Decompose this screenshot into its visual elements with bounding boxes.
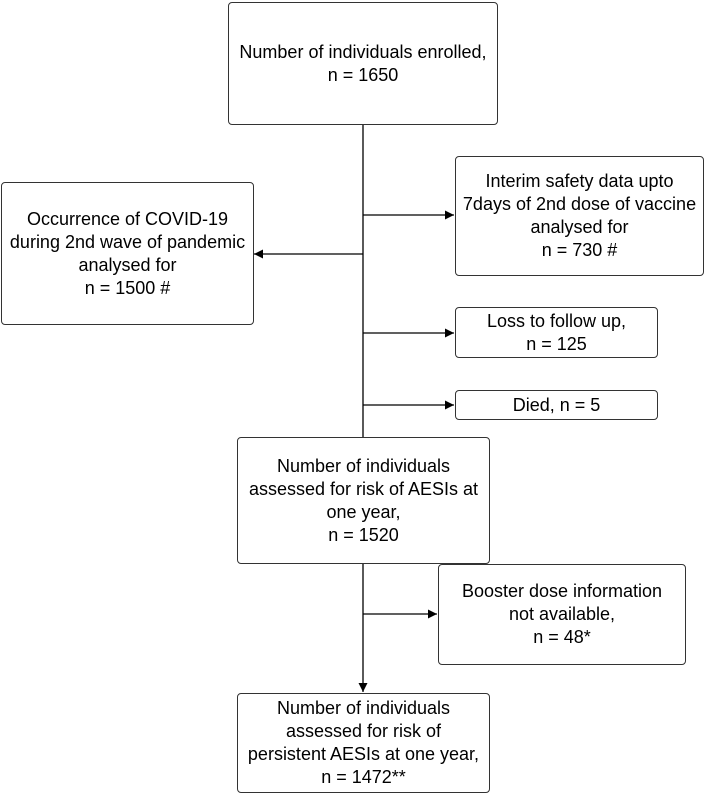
- enrolled-box: Number of individuals enrolled, n = 1650: [228, 2, 498, 125]
- interim-line-3: analysed for: [530, 217, 629, 237]
- assessed-line-4: n = 1520: [328, 524, 399, 545]
- booster-info-box: Booster dose information not available, …: [438, 564, 686, 665]
- enrolled-line-1: Number of individuals enrolled,: [239, 41, 487, 62]
- persistent-line-1: Number of individuals: [276, 698, 451, 718]
- covid-line-2: during 2nd wave of pandemic: [9, 231, 246, 252]
- assessed-line-1: Number of individuals: [276, 455, 451, 476]
- interim-line-1: Interim safety data upto: [485, 171, 674, 191]
- loss-line-2: n = 125: [526, 333, 587, 354]
- covid-line-3: analysed for: [78, 254, 177, 275]
- died-line-1: Died, n = 5: [512, 394, 601, 415]
- booster-line-3: n = 48*: [533, 627, 591, 647]
- died-box: Died, n = 5: [455, 390, 658, 420]
- assessed-one-year-box: Number of individuals assessed for risk …: [237, 437, 490, 564]
- persistent-line-2: assessed for risk of: [285, 721, 442, 741]
- covid-line-4: n = 1500 #: [84, 277, 171, 298]
- interim-line-4: n = 730 #: [541, 240, 618, 260]
- persistent-aesi-box: Number of individuals assessed for risk …: [237, 693, 490, 793]
- interim-line-2: 7days of 2nd dose of vaccine: [462, 194, 697, 214]
- loss-line-1: Loss to follow up,: [486, 310, 627, 331]
- booster-line-1: Booster dose information: [461, 581, 663, 601]
- booster-line-2: not available,: [508, 604, 616, 624]
- enrolled-line-2: n = 1650: [327, 64, 399, 85]
- covid-occurrence-box: Occurrence of COVID-19 during 2nd wave o…: [1, 182, 254, 325]
- interim-safety-box: Interim safety data upto 7days of 2nd do…: [455, 156, 704, 276]
- covid-line-1: Occurrence of COVID-19: [26, 208, 229, 229]
- loss-to-follow-up-box: Loss to follow up, n = 125: [455, 307, 658, 358]
- assessed-line-3: one year,: [326, 501, 401, 522]
- persistent-line-3: persistent AESIs at one year,: [247, 744, 480, 764]
- assessed-line-2: assessed for risk of AESIs at: [248, 478, 479, 499]
- persistent-line-4: n = 1472**: [321, 767, 406, 787]
